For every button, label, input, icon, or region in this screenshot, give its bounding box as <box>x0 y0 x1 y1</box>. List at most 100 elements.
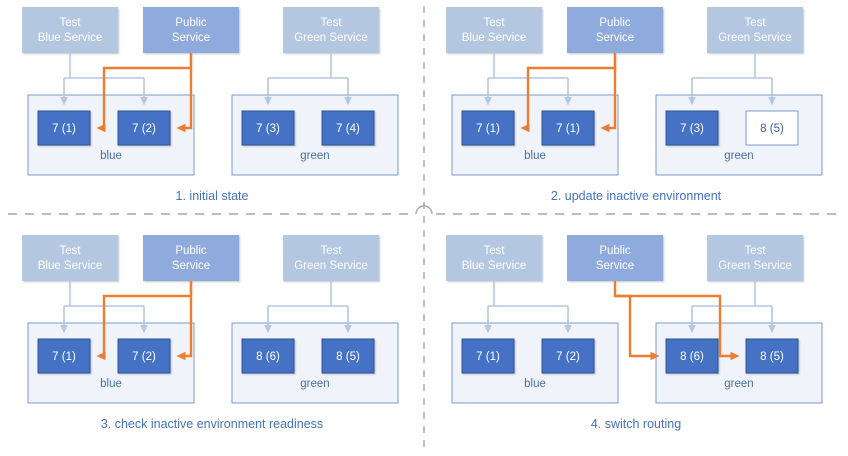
node-green-0[interactable]: 8 (6) <box>665 338 719 374</box>
public-arrow-to-node-1 <box>600 53 617 133</box>
panel-caption: 3. check inactive environment readiness <box>101 417 323 431</box>
node-blue-1[interactable]: 7 (2) <box>117 110 171 146</box>
node-green-1[interactable]: 8 (5) <box>745 110 799 146</box>
node-box <box>541 110 595 146</box>
environment-green: green 7 (3) 7 (4) <box>231 94 399 176</box>
public-routing-blue <box>96 53 193 133</box>
service-label-line2: Blue Service <box>38 32 103 44</box>
node-box <box>321 110 375 146</box>
node-green-1[interactable]: 8 (5) <box>321 338 375 374</box>
public-routing-green <box>613 281 740 361</box>
service-label-line2: Blue Service <box>462 32 527 44</box>
service-label-line1: Test <box>483 17 505 29</box>
node-green-0[interactable]: 8 (6) <box>241 338 295 374</box>
node-label: 8 (5) <box>336 351 360 363</box>
service-label-line1: Test <box>744 245 766 257</box>
service-label-line1: Public <box>175 17 207 29</box>
service-box <box>567 235 663 281</box>
panel-caption: 4. switch routing <box>591 417 681 431</box>
node-green-0[interactable]: 7 (3) <box>665 110 719 146</box>
node-box <box>321 338 375 374</box>
node-box <box>541 338 595 374</box>
node-blue-1[interactable]: 7 (2) <box>117 338 171 374</box>
service-label-line1: Test <box>59 17 81 29</box>
node-box <box>745 338 799 374</box>
node-label: 7 (2) <box>132 123 156 135</box>
service-label-line2: Service <box>172 260 210 272</box>
node-blue-0[interactable]: 7 (1) <box>461 338 515 374</box>
node-box <box>461 338 515 374</box>
node-label: 7 (2) <box>132 351 156 363</box>
public-arrow-to-node-1 <box>176 281 193 361</box>
service-label-line2: Service <box>596 32 634 44</box>
environment-label-blue: blue <box>524 150 546 162</box>
node-label: 8 (6) <box>680 351 704 363</box>
public-routing-blue <box>520 53 617 133</box>
node-label: 7 (1) <box>52 123 76 135</box>
service-label-line1: Test <box>59 245 81 257</box>
node-box <box>665 110 719 146</box>
node-blue-0[interactable]: 7 (1) <box>37 110 91 146</box>
node-label: 7 (1) <box>556 123 580 135</box>
environment-blue: blue 7 (1) 7 (2) <box>451 322 619 404</box>
node-label: 7 (1) <box>476 123 500 135</box>
node-green-1[interactable]: 8 (5) <box>745 338 799 374</box>
node-green-1[interactable]: 7 (4) <box>321 110 375 146</box>
environment-label-green: green <box>300 150 329 162</box>
service-box <box>707 235 803 281</box>
node-green-0[interactable]: 7 (3) <box>241 110 295 146</box>
public-arrow-to-node-0 <box>613 281 660 361</box>
node-box <box>241 110 295 146</box>
environment-blue: blue 7 (1) 7 (1) <box>451 94 619 176</box>
environment-blue: blue 7 (1) 7 (2) <box>27 94 195 176</box>
test-green-service-arrows <box>264 281 352 334</box>
node-label: 8 (6) <box>256 351 280 363</box>
service-label-line1: Test <box>744 17 766 29</box>
node-blue-0[interactable]: 7 (1) <box>37 338 91 374</box>
service-label-line1: Test <box>320 17 342 29</box>
service-label-line1: Test <box>483 245 505 257</box>
service-box <box>707 7 803 53</box>
service-label-line2: Blue Service <box>462 260 527 272</box>
node-box <box>745 110 799 146</box>
service-box <box>143 235 239 281</box>
node-blue-1[interactable]: 7 (2) <box>541 338 595 374</box>
service-box <box>143 7 239 53</box>
test-green-service-arrows <box>264 53 352 106</box>
environment-label-green: green <box>300 378 329 390</box>
service-label-line2: Service <box>172 32 210 44</box>
public-arrow-to-node-1 <box>176 53 193 133</box>
environment-label-blue: blue <box>100 150 122 162</box>
node-blue-1[interactable]: 7 (1) <box>541 110 595 146</box>
service-label-line2: Green Service <box>294 260 368 272</box>
node-label: 7 (2) <box>556 351 580 363</box>
environment-label-blue: blue <box>524 378 546 390</box>
panel-caption: 2. update inactive environment <box>551 189 722 203</box>
service-label-line2: Green Service <box>718 32 792 44</box>
node-blue-0[interactable]: 7 (1) <box>461 110 515 146</box>
test-green-service-arrows <box>688 53 776 106</box>
node-box <box>665 338 719 374</box>
service-box <box>22 235 118 281</box>
public-routing-blue <box>96 281 193 361</box>
